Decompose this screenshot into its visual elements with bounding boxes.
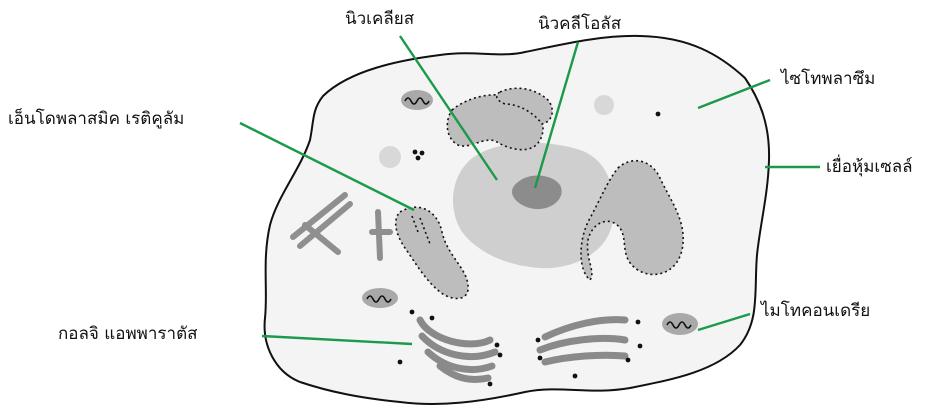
mitochondrion: [401, 90, 433, 110]
mitochondrion: [362, 288, 398, 308]
label-mitochondria: ไมโทคอนเดรีย: [761, 300, 870, 322]
label-cytoplasm: ไซโทพลาซึม: [781, 68, 875, 90]
label-golgi: กอลจิ แอพพาราตัส: [58, 323, 198, 345]
label-nucleolus: นิวคลีโอลัส: [538, 13, 621, 35]
label-cell-membrane: เยื่อหุ้มเซลล์: [826, 156, 913, 178]
vesicle: [379, 146, 401, 168]
vesicle: [594, 95, 614, 115]
mitochondrion: [662, 313, 698, 335]
label-nucleus: นิวเคลียส: [345, 8, 414, 30]
label-er: เอ็นโดพลาสมิค เรติคูลัม: [8, 108, 184, 130]
